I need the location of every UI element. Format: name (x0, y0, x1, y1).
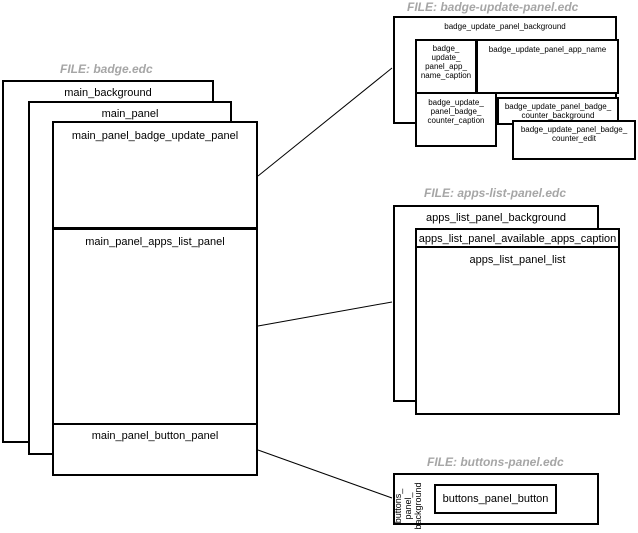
badge-update-panel-app-name-box: badge_update_panel_app_name (476, 39, 619, 94)
badge-update-panel-background-label: badge_update_panel_background (444, 22, 566, 31)
badge-update-panel-badge-counter-background-label: badge_update_panel_badge_ counter_backgr… (504, 102, 612, 120)
badge-update-panel-app-name-caption-label: badge_ update_ panel_app_ name_caption (420, 44, 472, 80)
file-label-apps-list: FILE: apps-list-panel.edc (424, 186, 567, 200)
connector-badge-update (257, 67, 393, 177)
badge-update-panel-badge-counter-edit-box: badge_update_panel_badge_ counter_edit (512, 120, 636, 160)
apps-list-panel-background-label: apps_list_panel_background (425, 212, 567, 224)
main-panel-label: main_panel (101, 108, 159, 120)
badge-update-panel-app-name-label: badge_update_panel_app_name (488, 45, 607, 54)
connector-apps-list (257, 301, 393, 327)
buttons-panel-background-label: buttons_ panel_ background (393, 482, 423, 530)
apps-list-panel-available-apps-caption-label: apps_list_panel_available_apps_caption (418, 233, 617, 245)
file-label-badge-update: FILE: badge-update-panel.edc (407, 0, 579, 14)
main-background-label: main_background (64, 87, 152, 99)
badge-update-panel-badge-counter-caption-label: badge_update_ panel_badge_ counter_capti… (427, 98, 485, 125)
badge-update-panel-badge-counter-edit-label: badge_update_panel_badge_ counter_edit (520, 125, 628, 143)
main-panel-apps-list-panel-box: main_panel_apps_list_panel (52, 228, 258, 425)
apps-list-panel-list-box: apps_list_panel_list (415, 246, 620, 415)
connector-buttons (257, 449, 393, 499)
badge-update-panel-app-name-caption-box: badge_ update_ panel_app_ name_caption (415, 39, 477, 94)
file-label-buttons: FILE: buttons-panel.edc (427, 455, 564, 469)
buttons-panel-button-box: buttons_panel_button (434, 484, 557, 514)
main-panel-badge-update-panel-box: main_panel_badge_update_panel (52, 121, 258, 229)
main-panel-badge-update-panel-label: main_panel_badge_update_panel (71, 130, 239, 142)
apps-list-panel-list-label: apps_list_panel_list (469, 254, 566, 266)
buttons-panel-button-label: buttons_panel_button (442, 493, 549, 505)
main-panel-button-panel-box: main_panel_button_panel (52, 423, 258, 476)
file-label-badge: FILE: badge.edc (60, 62, 153, 76)
main-panel-button-panel-label: main_panel_button_panel (91, 430, 219, 442)
badge-update-panel-badge-counter-caption-box: badge_update_ panel_badge_ counter_capti… (415, 92, 497, 147)
main-panel-apps-list-panel-label: main_panel_apps_list_panel (85, 236, 225, 248)
